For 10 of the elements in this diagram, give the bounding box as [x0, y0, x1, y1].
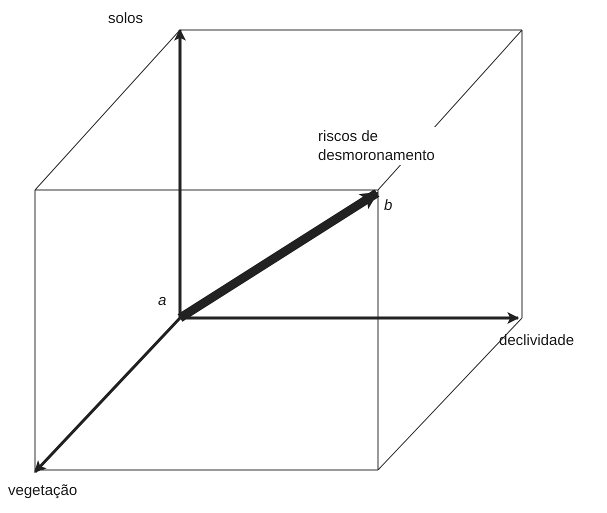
- point-label: a: [158, 292, 166, 310]
- arrow: [34, 316, 182, 474]
- arrow: [180, 312, 520, 324]
- axis-label: declividade: [499, 332, 574, 350]
- axis-label: solos: [108, 10, 144, 28]
- axis-label: vegetação: [8, 482, 78, 500]
- arrow: [178, 189, 380, 322]
- arrow: [174, 28, 186, 318]
- point-label: b: [384, 197, 392, 215]
- axis-label: riscos de desmoronamento: [318, 127, 436, 165]
